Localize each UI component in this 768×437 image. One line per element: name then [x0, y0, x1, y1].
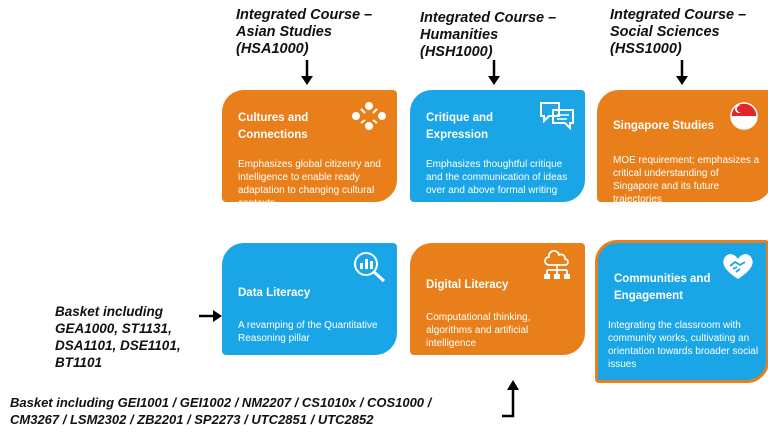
card-body: Emphasizes global citizenry and intellig…	[238, 159, 381, 209]
card-title: Digital Literacy	[426, 279, 509, 291]
speech-bubbles-icon	[540, 102, 574, 131]
card-title: Singapore Studies	[613, 120, 714, 132]
people-network-icon	[352, 102, 386, 130]
basket-digital-literacy: Basket including GEI1001 / GEI1002 / NM2…	[10, 395, 432, 427]
heading-asian-studies: Integrated Course – Asian Studies (HSA10…	[236, 7, 373, 57]
card-data-literacy: Data Literacy A revamping of the Quantit…	[222, 243, 397, 355]
card-title: Critique and Expression	[426, 112, 494, 141]
elbow-arrow-up-icon	[502, 380, 519, 418]
arrow-down-icon	[301, 60, 313, 85]
card-title: Data Literacy	[238, 287, 311, 299]
card-singapore-studies: Singapore Studies MOE requirement; empha…	[597, 90, 768, 205]
card-body: Emphasizes thoughtful critique and the c…	[426, 159, 568, 196]
arrow-right-icon	[199, 310, 222, 322]
card-cultures-connections: Cultures and Connections Emphasizes glob…	[222, 90, 397, 209]
handshake-heart-icon	[723, 254, 753, 279]
card-body: A revamping of the Quantitative Reasonin…	[238, 320, 378, 344]
heading-humanities: Integrated Course – Humanities (HSH1000)	[420, 10, 557, 60]
card-body: Computational thinking, algorithms and a…	[426, 312, 531, 349]
card-title: Cultures and Connections	[238, 112, 309, 141]
card-communities-engagement: Communities and Engagement Integrating t…	[595, 240, 768, 383]
card-critique-expression: Critique and Expression Emphasizes thoug…	[410, 90, 585, 202]
basket-data-literacy: Basket including GEA1000, ST1131, DSA110…	[55, 304, 181, 370]
data-magnifier-icon	[354, 252, 386, 283]
card-body: Integrating the classroom with community…	[608, 320, 759, 370]
card-title: Communities and Engagement	[614, 273, 711, 302]
network-hierarchy-icon	[544, 250, 570, 279]
heading-social-sciences: Integrated Course – Social Sciences (HSS…	[610, 7, 747, 57]
card-digital-literacy: Digital Literacy Computational thinking,…	[410, 243, 585, 355]
arrow-down-icon	[488, 60, 500, 85]
arrow-down-icon	[676, 60, 688, 85]
card-body: MOE requirement; emphasizes a critical u…	[613, 155, 760, 205]
singapore-flag-icon	[730, 102, 758, 130]
